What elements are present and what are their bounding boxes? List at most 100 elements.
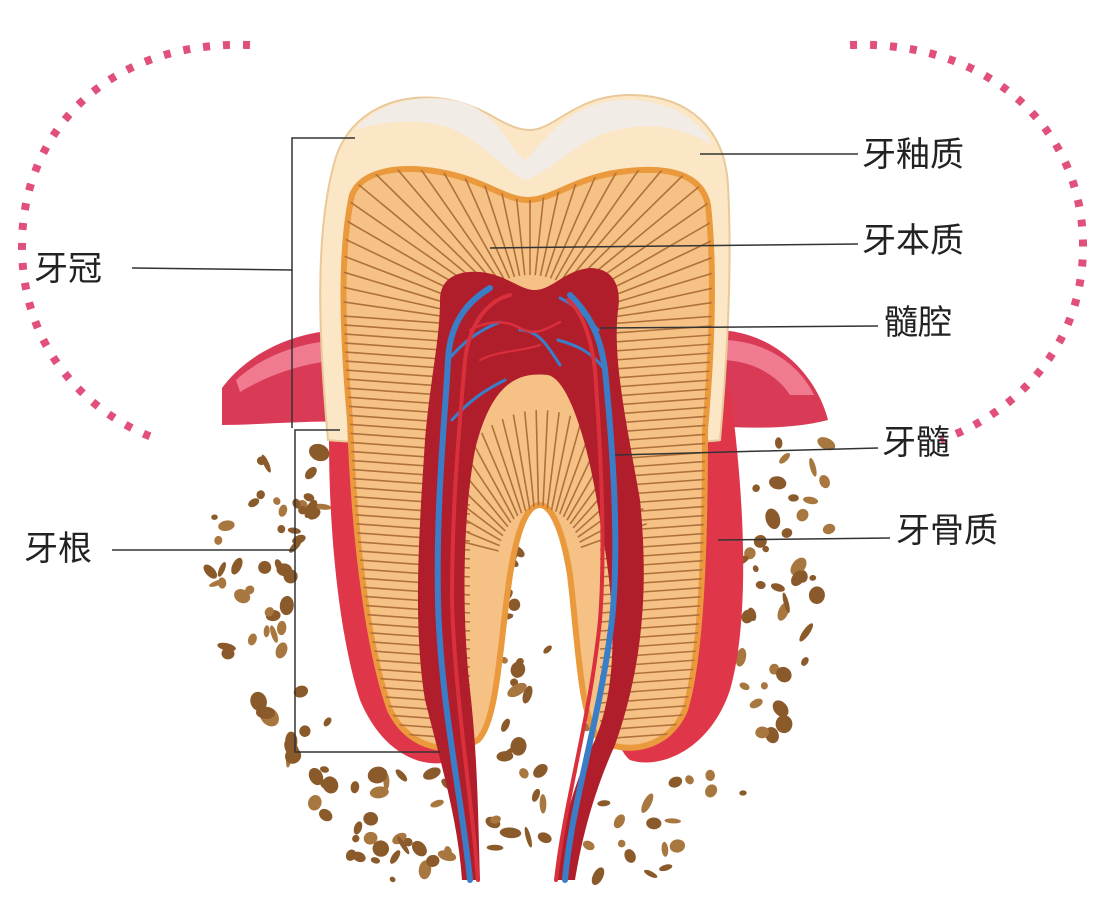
bone-particle	[515, 658, 524, 666]
bone-particle	[319, 808, 333, 822]
bone-particle	[261, 454, 271, 473]
bone-particle	[508, 598, 521, 611]
bone-particle	[705, 769, 716, 781]
bone-particle	[752, 484, 760, 492]
bone-particle	[258, 560, 272, 574]
bone-particle	[411, 840, 427, 857]
dentin-tubule	[544, 169, 599, 278]
bone-particle	[247, 633, 257, 646]
gum-right-highlight	[720, 340, 814, 395]
dentin-tubule	[440, 169, 511, 279]
dentin-tubule	[599, 710, 712, 722]
bone-particle	[277, 525, 286, 534]
gum-left-highlight	[236, 340, 342, 392]
dentin-tubule	[484, 169, 521, 277]
dentin-tubule	[419, 169, 506, 281]
bone-particle	[423, 767, 441, 780]
dentin-tubule	[599, 719, 712, 731]
bone-particle	[353, 821, 363, 835]
bone-particle	[668, 776, 683, 788]
bone-particle	[217, 562, 226, 577]
bone-particle	[304, 499, 318, 519]
dentin-tubule	[599, 395, 712, 407]
leader-lines	[112, 137, 891, 753]
dentin-tubule	[501, 418, 527, 512]
bone-particle	[582, 840, 595, 851]
dentin-tubule	[539, 169, 576, 277]
dentin-tubule	[554, 169, 641, 281]
bone-particle	[319, 779, 328, 789]
bone-particle	[510, 661, 526, 678]
bone-particle	[217, 577, 227, 589]
bone-particle	[808, 586, 825, 604]
bone-particle	[739, 682, 750, 691]
bone-particle	[776, 666, 792, 683]
bone-particle	[278, 504, 288, 517]
bone-particle	[231, 557, 243, 575]
bone-particle	[499, 827, 522, 839]
dentin-tubule	[535, 410, 540, 509]
bone-particle	[664, 818, 681, 824]
dentin-tubule	[480, 432, 519, 517]
bone-particle	[510, 737, 527, 756]
dentin-tubule	[546, 412, 560, 509]
dentin-tubule	[523, 411, 535, 509]
bone-particle	[367, 766, 388, 784]
bone-particle	[661, 841, 669, 857]
bone-particle	[250, 691, 267, 711]
bone-particle	[395, 769, 408, 782]
bone-particle	[217, 642, 236, 652]
label-pulp-cavity: 髓腔	[884, 303, 952, 343]
bone-particle	[817, 437, 836, 451]
bone-particle	[313, 503, 332, 510]
dentin-tubule	[568, 169, 698, 289]
bone-particle	[752, 565, 759, 573]
label-pulp: 牙髓	[882, 423, 950, 463]
bone-particle	[263, 625, 270, 638]
bone-particle	[350, 781, 360, 794]
dentin-tubule	[542, 410, 549, 509]
bone-particle	[801, 657, 809, 666]
bone-particle	[363, 811, 379, 826]
bone-particle	[755, 580, 766, 590]
bone-particle	[369, 786, 389, 799]
dentin-tubule	[343, 310, 471, 327]
dentin-tubule	[362, 169, 492, 289]
bone-particle	[274, 559, 283, 571]
bone-particle	[796, 508, 809, 522]
dotted-arc-left	[17, 40, 251, 444]
bone-particle	[507, 682, 527, 698]
label-root: 牙根	[24, 529, 92, 569]
bone-particle	[762, 545, 770, 553]
bone-particle	[543, 645, 552, 654]
bone-particle	[788, 494, 799, 502]
label-cementum: 牙骨质	[896, 511, 998, 551]
dentin-tubule	[563, 169, 680, 286]
bone-particle	[234, 588, 251, 604]
dentin-tubule	[343, 291, 472, 322]
bone-particle	[303, 493, 315, 502]
bone-particle	[739, 790, 747, 796]
dentin-tubule	[554, 420, 582, 513]
dentin-tubule	[588, 291, 712, 322]
dentin-tubule	[345, 173, 489, 292]
bone-particle	[397, 836, 410, 855]
bone-particle	[755, 726, 770, 739]
dentin-tubule	[471, 441, 515, 520]
bone-particle	[500, 746, 515, 760]
bone-particle	[753, 534, 767, 548]
bone-particle	[304, 466, 317, 480]
bone-particle	[363, 831, 378, 845]
dentin-tubule	[399, 169, 501, 283]
bone-particle	[403, 837, 413, 847]
bone-particle	[765, 508, 781, 530]
bone-particle	[299, 725, 311, 737]
dentin-tubule	[512, 414, 531, 510]
dentin-tubule	[461, 169, 516, 278]
bone-particle	[791, 570, 805, 587]
dentin-tubule	[587, 272, 712, 317]
bone-particle	[669, 839, 686, 853]
bone-particle	[659, 864, 673, 872]
bone-particle	[501, 718, 510, 732]
